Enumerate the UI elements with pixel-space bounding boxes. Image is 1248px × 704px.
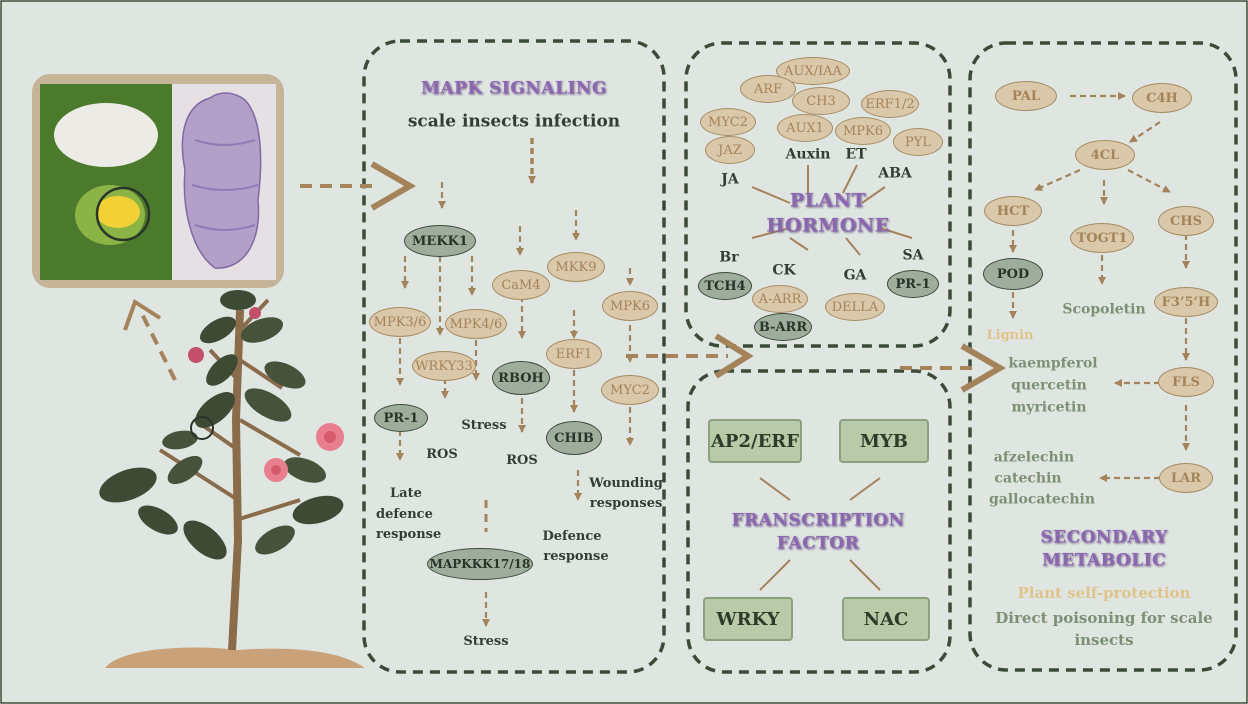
tf-title-1: FRANSCRIPTION <box>731 510 905 531</box>
mpk46-node: MPK4/6 <box>445 309 507 339</box>
pr1-node: PR-1 <box>374 404 428 432</box>
pr1-hormone-node: PR-1 <box>887 270 939 298</box>
tch4-node: TCH4 <box>698 272 752 300</box>
panel-arrows <box>123 161 1006 393</box>
erf1-node: ERF1 <box>546 339 602 369</box>
mkk9-node: MKK9 <box>547 252 605 282</box>
insect-photo-panel <box>32 74 284 288</box>
rboh-node: RBOH <box>492 361 550 395</box>
stained-insect <box>181 92 262 269</box>
ch3-node: CH3 <box>792 87 850 115</box>
chib-node: CHIB <box>546 421 602 455</box>
secondary-panel-border <box>968 41 1238 672</box>
ck-label: CK <box>772 262 796 279</box>
c4h-node: C4H <box>1132 83 1192 113</box>
aux1-node: AUX1 <box>777 114 833 142</box>
jaz-node: JAZ <box>705 136 755 164</box>
pyl-node: PYL <box>893 128 943 156</box>
myc2-node: MYC2 <box>601 375 659 405</box>
ja-label: JA <box>721 171 739 188</box>
erf12-node: ERF1/2 <box>861 90 919 118</box>
mpk6-hormone-node: MPK6 <box>835 117 891 145</box>
quercetin-label: quercetin <box>1011 377 1087 394</box>
4cl-node: 4CL <box>1075 140 1135 170</box>
magnify-circle <box>95 186 151 242</box>
della-node: DELLA <box>825 293 885 321</box>
secondary-arrows <box>1009 92 1190 482</box>
gallocatechin-label: gallocatechin <box>988 491 1096 508</box>
aba-label: ABA <box>878 165 912 182</box>
wounding-label-1: Wounding <box>589 475 663 491</box>
barr-node: B-ARR <box>754 313 812 341</box>
mpk36-node: MPK3/6 <box>369 307 431 337</box>
hormone-title-1: PLANT <box>789 189 867 212</box>
late-label-2: defence <box>376 506 433 522</box>
stress-label-2: Stress <box>463 633 509 649</box>
chs-node: CHS <box>1158 206 1214 236</box>
mapk-arrows <box>396 138 634 627</box>
cam4-node: CaM4 <box>492 270 550 300</box>
kaempferol-label: kaempferol <box>1008 355 1098 372</box>
ros-label-2: ROS <box>506 452 538 468</box>
pal-node: PAL <box>995 81 1057 111</box>
mpk6-node: MPK6 <box>602 291 658 321</box>
arf-node: ARF <box>740 75 796 103</box>
late-label-3: response <box>376 526 442 542</box>
self-protection-label: Plant self-protection <box>1017 583 1191 602</box>
catechin-label: catechin <box>994 470 1062 487</box>
togt1-node: TOGT1 <box>1070 223 1134 253</box>
wounding-label-2: responses <box>589 495 663 511</box>
f35h-node: F3’5’H <box>1154 287 1218 317</box>
late-label-1: Late <box>390 485 422 501</box>
pod-node: POD <box>983 258 1043 290</box>
tf-panel-border <box>686 369 952 674</box>
scopoletin-label: Scopoletin <box>1062 301 1146 318</box>
mapk-subtitle: scale insects infection <box>407 111 621 132</box>
mapk-dashes <box>484 500 488 532</box>
wrky-box: WRKY <box>703 597 793 641</box>
mapk-title: MAPK SIGNALING <box>421 78 607 99</box>
mapkkk-node: MAPKKK17/18 <box>427 548 533 580</box>
flower-bud <box>188 347 204 363</box>
fls-node: FLS <box>1158 367 1214 397</box>
stress-label-1: Stress <box>461 417 507 433</box>
infestation-circle <box>190 416 214 440</box>
poisoning-label-1: Direct poisoning for scale <box>995 608 1213 627</box>
afzelechin-label: afzelechin <box>993 449 1075 466</box>
br-label: Br <box>719 249 739 266</box>
myb-box: MYB <box>839 419 929 463</box>
myricetin-label: myricetin <box>1011 399 1087 416</box>
sa-label: SA <box>902 247 924 264</box>
secondary-title-2: METABOLIC <box>1041 550 1167 571</box>
mekk1-node: MEKK1 <box>404 225 476 257</box>
ap2erf-box: AP2/ERF <box>708 419 802 463</box>
hormone-lines <box>751 164 913 256</box>
lignin-label: Lignin <box>986 327 1034 343</box>
hormone-title-2: HORMONE <box>766 214 890 237</box>
nac-box: NAC <box>842 597 930 641</box>
yellow-scale-insect <box>96 196 140 228</box>
myc2-hormone-node: MYC2 <box>700 108 756 136</box>
tf-title-2: FACTOR <box>776 533 860 554</box>
et-label: ET <box>845 146 867 163</box>
hct-node: HCT <box>984 196 1042 226</box>
aarr-node: A-ARR <box>752 285 808 313</box>
ga-label: GA <box>843 267 867 284</box>
defence-label-2: response <box>543 548 609 564</box>
white-scale-insect <box>54 103 158 167</box>
hormone-panel-border <box>684 41 952 348</box>
poisoning-label-2: insects <box>1074 630 1134 649</box>
tf-lines <box>759 477 881 591</box>
defence-label-1: Defence <box>542 528 602 544</box>
wrky33-node: WRKY33 <box>412 351 476 381</box>
ros-label-1: ROS <box>426 446 458 462</box>
lar-node: LAR <box>1159 463 1213 493</box>
auxin-label: Auxin <box>785 146 831 163</box>
camellia-plant-illustration <box>99 290 365 668</box>
mapk-panel-border <box>362 39 666 674</box>
secondary-title-1: SECONDARY <box>1040 527 1168 548</box>
